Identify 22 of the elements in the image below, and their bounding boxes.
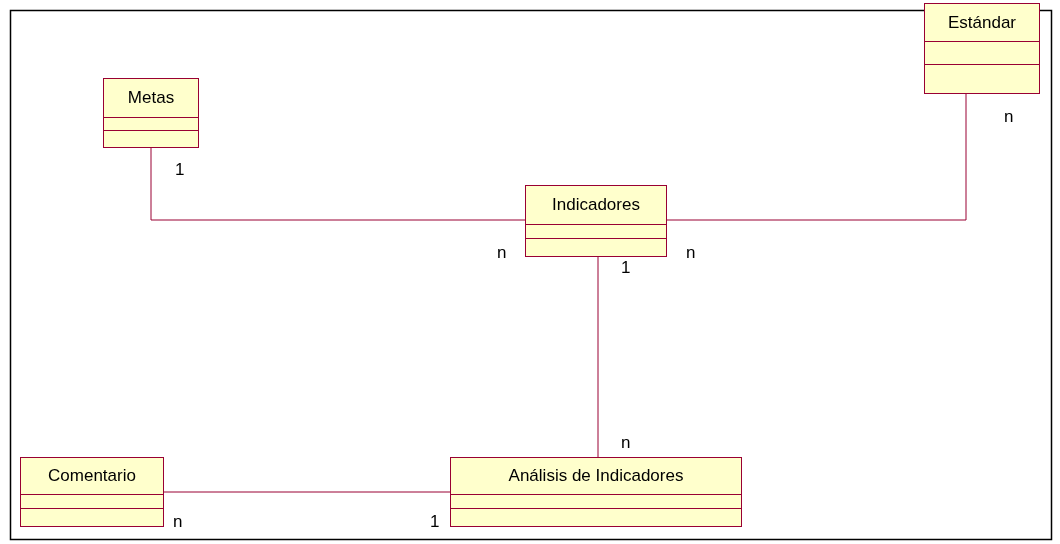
multiplicity-label: n bbox=[173, 512, 183, 532]
class-box bbox=[450, 457, 742, 527]
multiplicity-label: n bbox=[686, 243, 696, 263]
connector-line bbox=[666, 93, 967, 221]
connector-line bbox=[150, 147, 526, 221]
connector-line bbox=[163, 491, 451, 493]
class-box bbox=[525, 185, 667, 257]
multiplicity-label: 1 bbox=[621, 258, 631, 278]
class-name: Metas bbox=[126, 88, 176, 108]
class-name: Análisis de Indicadores bbox=[507, 466, 685, 486]
class-box bbox=[924, 3, 1040, 94]
class-name: Comentario bbox=[47, 466, 137, 486]
multiplicity-label: n bbox=[1004, 107, 1014, 127]
class-name: Indicadores bbox=[551, 195, 641, 215]
class-box bbox=[20, 457, 164, 527]
class-name: Estándar bbox=[946, 12, 1017, 33]
multiplicity-label: n bbox=[497, 243, 507, 263]
connector-line bbox=[597, 256, 599, 458]
multiplicity-label: 1 bbox=[430, 512, 440, 532]
multiplicity-label: n bbox=[621, 433, 631, 453]
class-box bbox=[103, 78, 199, 148]
multiplicity-label: 1 bbox=[175, 160, 185, 180]
